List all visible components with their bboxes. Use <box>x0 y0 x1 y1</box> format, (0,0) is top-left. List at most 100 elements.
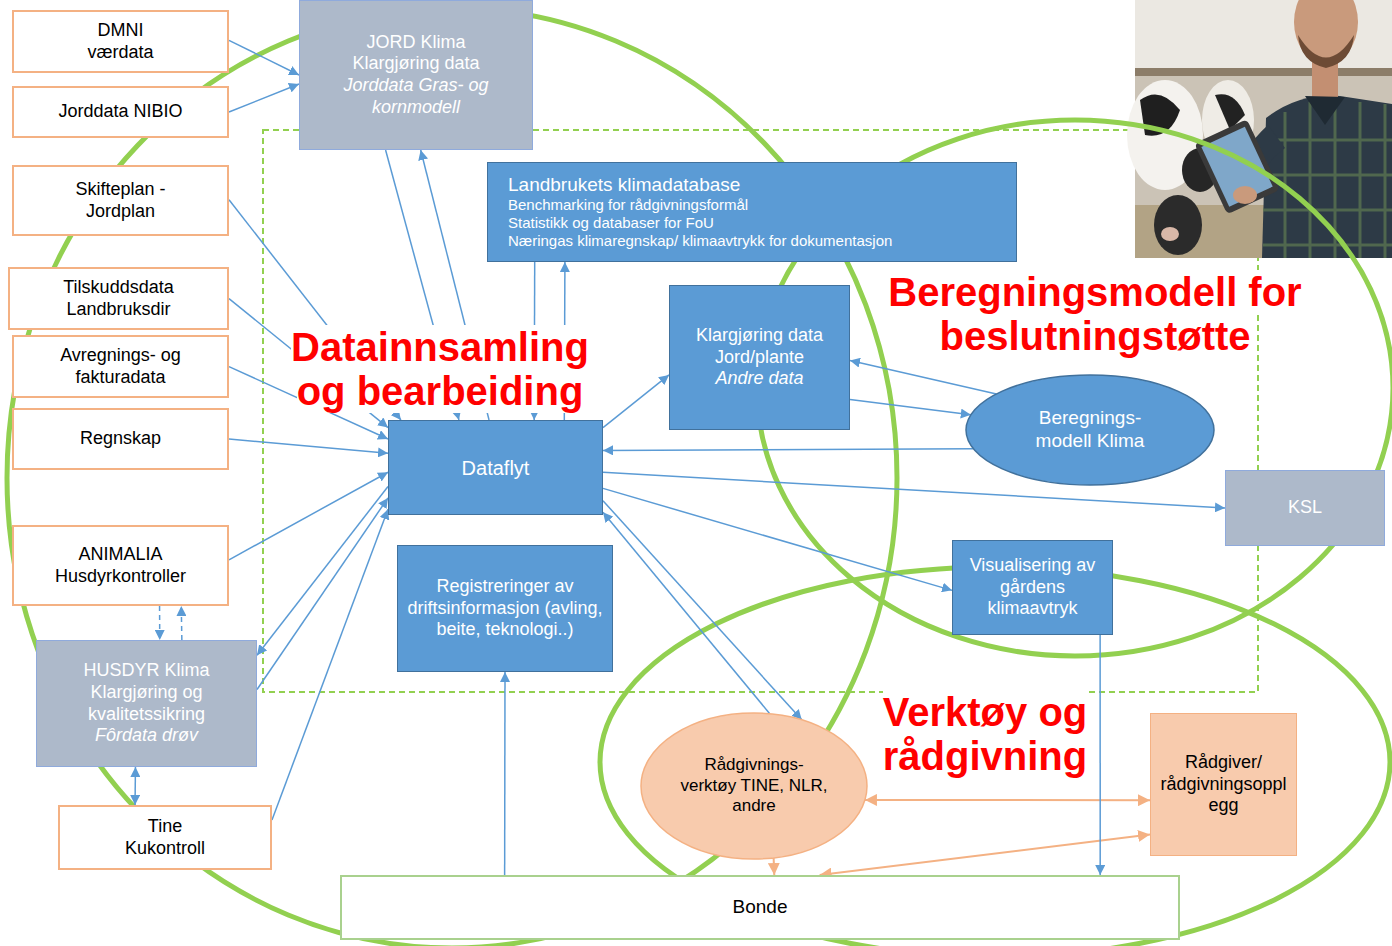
plaid-line <box>1359 102 1362 258</box>
farmer-box: Bonde <box>340 875 1180 940</box>
farmer-shirt <box>1262 95 1392 258</box>
plaid-line <box>1263 244 1392 247</box>
cow-nose <box>1161 227 1179 241</box>
region-label-box: Beregningsmodell for beslutningstøtte <box>865 270 1325 358</box>
text-holder: Rådgivnings- verktøy TINE, NLR, andre <box>679 755 829 816</box>
text-holder: Klargjøring data Jord/planteAndre data <box>678 325 841 390</box>
tablet-frame <box>1194 119 1280 214</box>
farmer-collar <box>1305 96 1345 125</box>
node-text: Skifteplan - Jordplan <box>61 179 181 222</box>
tablet-screen <box>1201 127 1272 207</box>
text-holder: Dataflyt <box>462 456 530 480</box>
preparation-box: HUSDYR Klima Klargjøring og kvalitetssik… <box>36 640 257 767</box>
connector-arrow <box>850 400 971 415</box>
text-holder: HUSDYR Klima Klargjøring og kvalitetssik… <box>45 660 248 746</box>
node-text: Tine Kukontroll <box>110 816 220 859</box>
node-text: Beregnings- modell Klima <box>1035 407 1145 453</box>
text-holder: Bonde <box>733 896 788 919</box>
node-subtext: Fôrdata drøv <box>45 725 248 747</box>
dashed-boundary <box>263 130 1258 692</box>
database-box: Landbrukets klimadatabaseBenchmarking fo… <box>487 162 1017 262</box>
connector-arrow <box>257 487 388 656</box>
node-subtext: Statistikk og databaser for FoU <box>508 214 892 232</box>
source-box: Tilskuddsdata Landbruksdir <box>8 267 229 330</box>
shirt-plaid <box>1263 100 1392 258</box>
cow-head <box>1154 195 1202 255</box>
node-text: Jorddata NIBIO <box>58 101 182 123</box>
process-box: Registreringer av driftsinformasjon (avl… <box>397 545 613 672</box>
connector-arrow <box>134 767 136 805</box>
ellipse-shape <box>966 375 1214 485</box>
text-holder: Avregnings- og fakturadata <box>46 345 196 388</box>
connector-arrow <box>865 799 1150 801</box>
region-label-box: Verktøy og rådgivning <box>865 690 1105 778</box>
connector-arrow <box>504 672 506 875</box>
connector-arrow <box>850 360 996 394</box>
connector-arrow <box>603 512 770 714</box>
connector-arrow <box>257 498 388 690</box>
connector-arrow <box>181 606 183 640</box>
preparation-box: JORD Klima Klargjøring dataJorddata Gras… <box>299 0 533 150</box>
node-text: KSL <box>1288 497 1322 519</box>
connector-arrow <box>272 509 388 820</box>
connector-arrow <box>229 40 299 75</box>
text-holder: DMNI værdata <box>71 20 171 63</box>
node-text: Avregnings- og fakturadata <box>46 345 196 388</box>
plaid-line <box>1264 174 1392 177</box>
node-text: DMNI værdata <box>71 20 171 63</box>
farmer-hand <box>1233 186 1257 204</box>
plaid-line <box>1264 139 1392 142</box>
advisor-box: Rådgiver/ rådgivningsopplegg <box>1150 713 1297 856</box>
source-box: Tine Kukontroll <box>58 805 272 870</box>
text-holder: Skifteplan - Jordplan <box>61 179 181 222</box>
text-holder: Beregnings- modell Klima <box>1035 407 1145 453</box>
source-box: Regnskap <box>12 408 229 470</box>
region-label: Beregningsmodell for beslutningstøtte <box>888 270 1301 358</box>
plaid-line <box>1263 209 1392 212</box>
process-box: Dataflyt <box>388 420 603 515</box>
text-holder: Visualisering av gårdens klimaavtryk <box>961 555 1104 620</box>
node-subtext: Benchmarking for rådgivningsformål <box>508 196 892 214</box>
text-holder: JORD Klima Klargjøring dataJorddata Gras… <box>331 32 501 118</box>
connector-arrow <box>1099 635 1101 875</box>
source-box: Skifteplan - Jordplan <box>12 165 229 236</box>
farmer-beard <box>1298 35 1354 68</box>
node-subtext: Andre data <box>678 368 841 390</box>
node-text: Klargjøring data Jord/plante <box>678 325 841 368</box>
node-text: Tilskuddsdata Landbruksdir <box>54 277 184 320</box>
tablet <box>1194 119 1280 214</box>
node-text: ANIMALIA Husdyrkontroller <box>46 544 196 587</box>
connector-group <box>135 40 1225 875</box>
process-box: Visualisering av gårdens klimaavtryk <box>952 540 1113 635</box>
text-holder: Tine Kukontroll <box>110 816 220 859</box>
text-holder: KSL <box>1288 497 1322 519</box>
model-ellipse: Beregnings- modell Klima <box>965 374 1215 486</box>
text-holder: Registreringer av driftsinformasjon (avl… <box>406 576 604 641</box>
tool-ellipse: Rådgivnings- verktøy TINE, NLR, andre <box>640 712 868 860</box>
node-text: Landbrukets klimadatabase <box>508 174 892 197</box>
node-text: HUSDYR Klima Klargjøring og kvalitetssik… <box>45 660 248 725</box>
connector-arrow <box>603 449 973 451</box>
node-text: Bonde <box>733 896 788 919</box>
node-text: Rådgiver/ rådgivningsopplegg <box>1159 752 1288 817</box>
source-box: Avregnings- og fakturadata <box>12 335 229 398</box>
region-label: Verktøy og rådgivning <box>883 690 1088 778</box>
node-text: Regnskap <box>80 428 161 450</box>
source-box: DMNI værdata <box>12 10 229 73</box>
text-holder: Jorddata NIBIO <box>58 101 182 123</box>
node-text: Rådgivnings- verktøy TINE, NLR, andre <box>679 755 829 816</box>
region-label: Datainnsamling og bearbeiding <box>291 325 589 413</box>
node-text: Visualisering av gårdens klimaavtryk <box>961 555 1104 620</box>
connector-arrow <box>603 501 802 720</box>
source-box: Jorddata NIBIO <box>12 86 229 138</box>
connector-arrow <box>603 375 669 428</box>
node-text: Registreringer av driftsinformasjon (avl… <box>406 576 604 641</box>
connector-arrow <box>229 439 388 453</box>
text-holder: Rådgiver/ rådgivningsopplegg <box>1159 752 1288 817</box>
node-subtext: Jorddata Gras- og kornmodell <box>331 75 501 118</box>
plaid-line <box>1309 102 1312 258</box>
connector-arrow <box>229 84 299 112</box>
text-holder: Regnskap <box>80 428 161 450</box>
